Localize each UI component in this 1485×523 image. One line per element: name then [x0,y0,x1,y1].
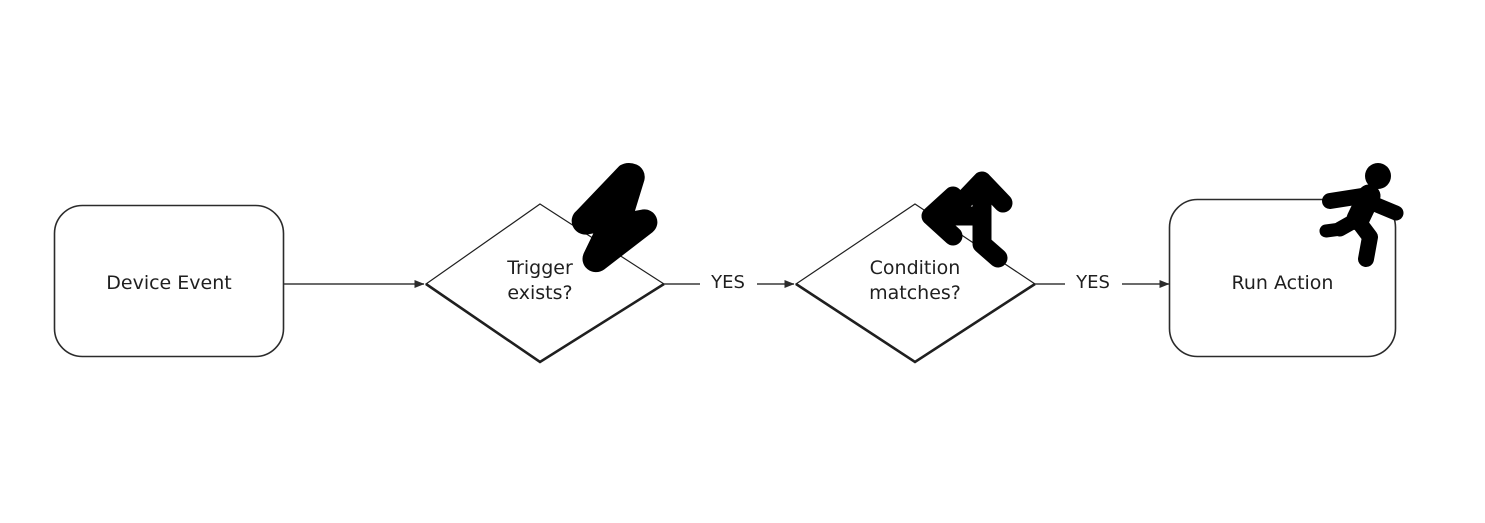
node-device-event[interactable] [53,204,285,358]
edge-label-yes-trigger: YES [711,272,745,293]
node-condition-matches-heavy-edge [795,282,1036,364]
node-run-action[interactable] [1168,198,1397,358]
node-condition-matches[interactable] [794,203,1037,363]
branch-arrow-icon [921,171,1013,268]
node-trigger-exists-heavy-edge [425,282,665,364]
lightning-bolt-icon [571,162,658,273]
running-person-icon [1319,163,1404,267]
edge-label-yes-condition: YES [1076,272,1110,293]
